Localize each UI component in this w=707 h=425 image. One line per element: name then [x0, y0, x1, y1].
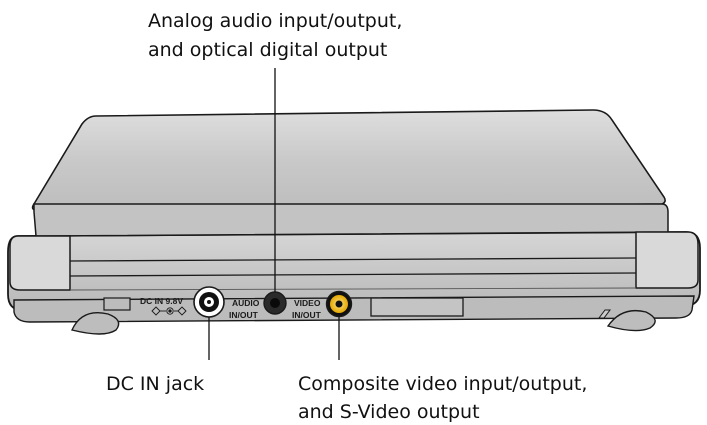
dc-in-label: DC IN 9.8V: [140, 296, 183, 306]
video-label-line2: IN/OUT: [292, 310, 322, 320]
device-right-corner: [635, 231, 699, 289]
device-bottom-strip: [13, 295, 695, 323]
right-indicator-icon: [598, 309, 611, 319]
callout-audio-line1: Analog audio input/output,: [148, 10, 402, 32]
dc-polarity-icon: [151, 306, 187, 316]
dc-in-jack: [193, 286, 225, 318]
audio-label-line1: AUDIO: [232, 298, 260, 308]
video-label-line1: VIDEO: [294, 298, 321, 308]
device-lid-edge: [33, 203, 669, 237]
callout-dc-in: DC IN jack: [106, 373, 204, 395]
device-foot-left: [71, 312, 120, 335]
audio-jack: [263, 291, 287, 315]
hinge-line-middle: [69, 272, 637, 277]
callout-video-line1: Composite video input/output,: [298, 373, 587, 395]
hinge-line-top: [69, 257, 637, 262]
audio-label-line2: IN/OUT: [229, 310, 259, 320]
right-long-slot: [370, 297, 464, 317]
video-jack: [325, 290, 353, 318]
hinge-line-bottom: [69, 287, 637, 291]
device-lid-top: [31, 109, 666, 211]
device-left-corner: [9, 235, 71, 291]
callout-video-line2: and S-Video output: [298, 401, 480, 423]
device-foot-right: [606, 309, 656, 332]
left-vent-slot: [103, 297, 131, 311]
callout-audio-line2: and optical digital output: [148, 39, 387, 61]
